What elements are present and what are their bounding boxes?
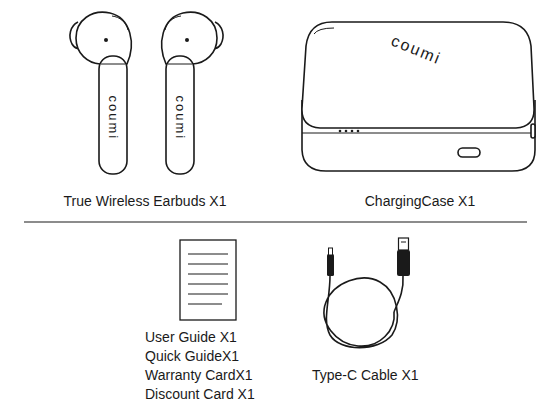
item-label: User Guide X1	[145, 329, 237, 346]
item-label: Quick GuideX1	[145, 348, 239, 365]
paper-documents	[180, 240, 236, 320]
right-earbud	[162, 12, 223, 174]
divider-line	[24, 221, 527, 222]
item-label: Warranty CardX1	[145, 367, 253, 384]
item-label: True Wireless Earbuds X1	[64, 193, 227, 210]
item-label: ChargingCase X1	[365, 193, 476, 210]
left-earbud	[70, 12, 131, 174]
brand-mark: coumi	[105, 96, 121, 141]
type-c-cable	[324, 238, 410, 348]
brand-mark: coumi	[172, 96, 188, 141]
charging-case	[302, 22, 535, 171]
item-label: Discount Card X1	[145, 386, 255, 403]
item-label: Type-C Cable X1	[312, 367, 419, 384]
brand-mark: coumi	[388, 31, 444, 69]
